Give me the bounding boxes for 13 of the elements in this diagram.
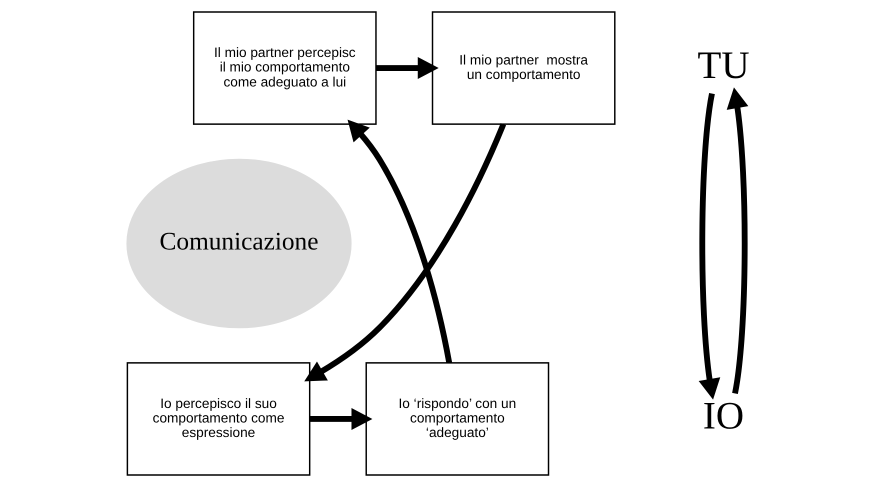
node-box: Il mio partner mostra un comportamento <box>431 11 616 125</box>
arrow <box>376 57 438 79</box>
node-ellipse: Comunicazione <box>126 158 352 328</box>
arrow <box>304 123 506 382</box>
node-box: Io ‘rispondo’ con un comportamento ‘adeguato’ <box>365 362 549 476</box>
node-box: Io percepisco il suo comportamento come espressione <box>126 362 310 476</box>
node-text: TU <box>697 44 749 87</box>
arrow <box>347 120 452 364</box>
arrow <box>726 87 748 394</box>
arrow <box>698 93 720 400</box>
node-box: Il mio partner percepisc il mio comportamento come adeguato a lui <box>192 11 376 125</box>
arrow <box>309 408 372 430</box>
node-text: IO <box>702 394 744 438</box>
